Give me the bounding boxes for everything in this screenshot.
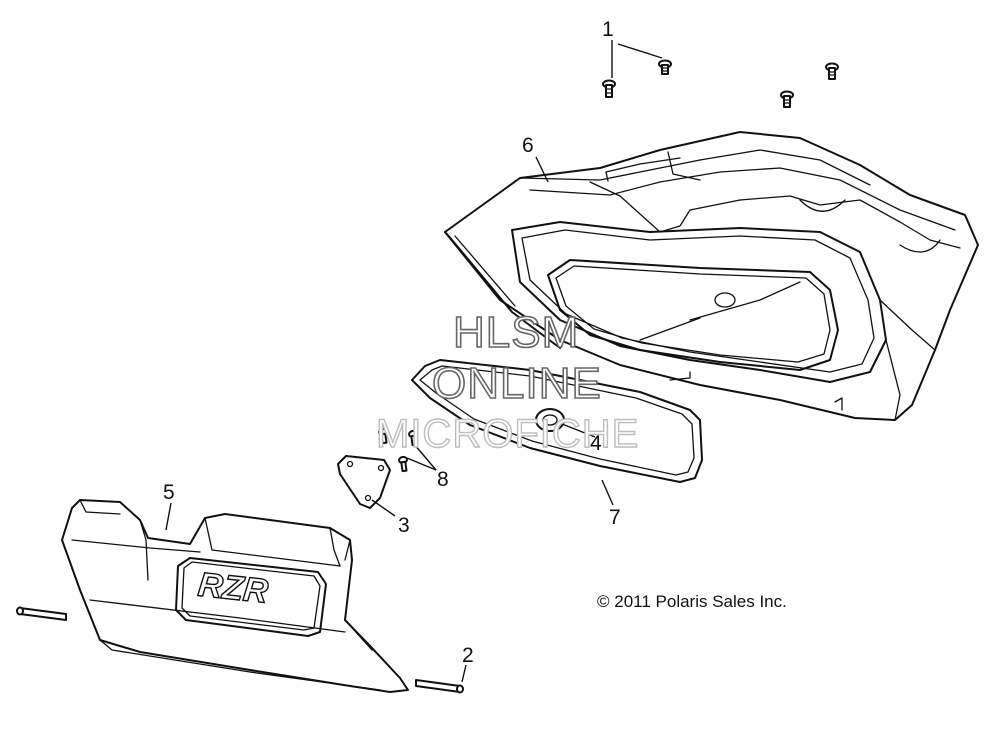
screw-icon bbox=[602, 79, 616, 98]
callout-4: 4 bbox=[590, 432, 602, 455]
gasket-seal[interactable] bbox=[411, 359, 703, 483]
watermark-line-2: ONLINE bbox=[432, 359, 602, 408]
callout-1: 1 bbox=[602, 18, 614, 41]
leader-lines bbox=[165, 40, 663, 683]
hinge-pin-icon bbox=[16, 606, 67, 621]
callout-5: 5 bbox=[163, 481, 175, 504]
watermark-line-3: MICROFICHE bbox=[376, 412, 639, 456]
storage-box-housing[interactable] bbox=[444, 131, 979, 421]
storage-lid[interactable] bbox=[61, 499, 409, 693]
callout-6: 6 bbox=[522, 134, 534, 157]
callout-7: 7 bbox=[609, 506, 621, 529]
watermark-line-1: HLSM bbox=[453, 308, 579, 357]
screw-icon bbox=[780, 90, 794, 108]
callout-8: 8 bbox=[437, 468, 449, 491]
watermark: HLSM ONLINE MICROFICHE bbox=[375, 307, 639, 457]
bolt-group[interactable] bbox=[378, 427, 419, 473]
screw-icon bbox=[658, 59, 672, 75]
hinge-pin-icon bbox=[415, 679, 464, 694]
bolt-icon bbox=[398, 455, 408, 473]
screw-group[interactable] bbox=[602, 59, 839, 108]
screw-icon bbox=[825, 62, 839, 80]
bolt-icon bbox=[378, 427, 388, 445]
grommet[interactable] bbox=[535, 408, 565, 432]
latch-plate[interactable] bbox=[337, 455, 391, 509]
callout-2: 2 bbox=[462, 644, 474, 667]
callout-3: 3 bbox=[398, 514, 410, 537]
copyright-notice: © 2011 Polaris Sales Inc. bbox=[597, 592, 787, 611]
hinge-pin-group[interactable] bbox=[16, 606, 464, 694]
rzr-logo: RZR bbox=[196, 566, 270, 611]
